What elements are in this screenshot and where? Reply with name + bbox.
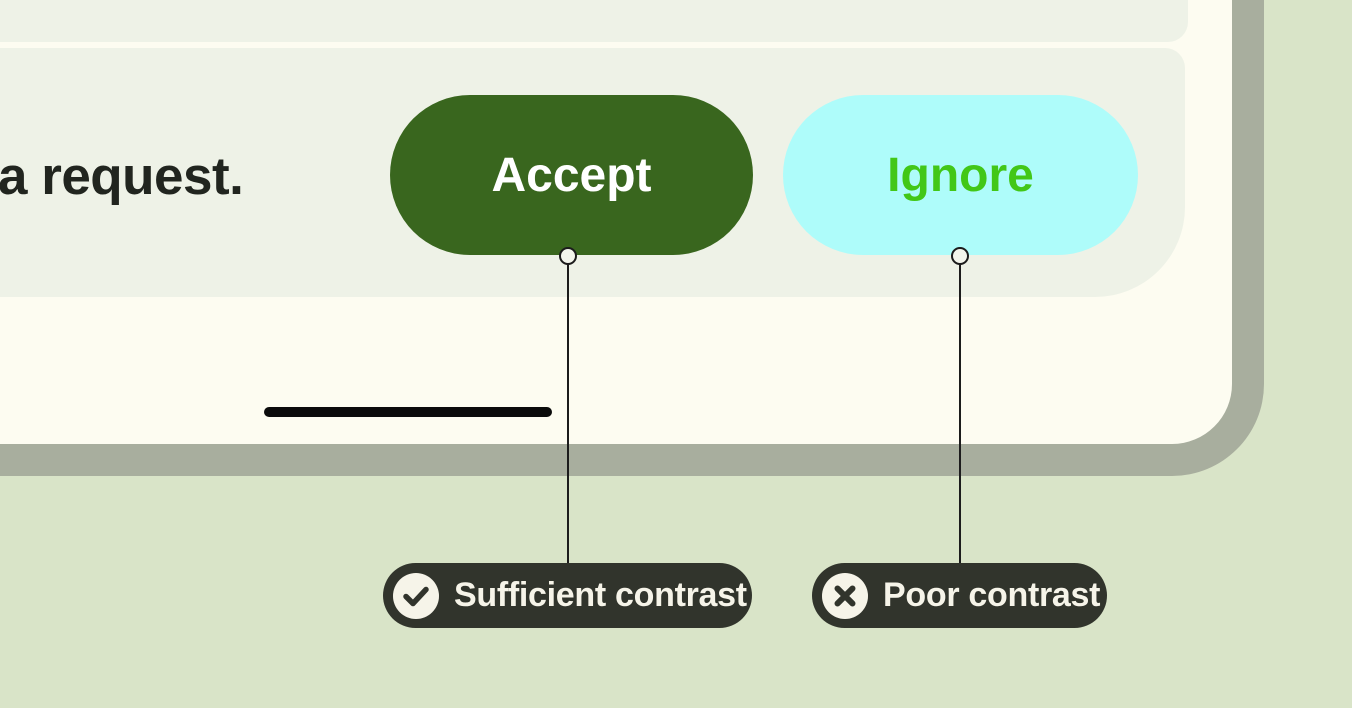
top-panel — [0, 0, 1188, 42]
home-indicator-bar — [264, 407, 552, 417]
poor-contrast-badge: Poor contrast — [812, 563, 1107, 628]
callout-anchor-dot-ignore — [950, 246, 969, 265]
badge-label: Sufficient contrast — [454, 576, 747, 614]
badge-label: Poor contrast — [883, 576, 1101, 614]
accept-button[interactable]: Accept — [390, 95, 753, 255]
x-icon — [822, 572, 868, 619]
callout-anchor-dot-accept — [558, 246, 577, 265]
callout-line-accept — [566, 256, 570, 563]
message-text: a request. — [0, 147, 244, 206]
ignore-button[interactable]: Ignore — [783, 95, 1138, 255]
phone-frame: a request. Accept Ignore — [0, 0, 1264, 476]
phone-screen: a request. Accept Ignore — [0, 0, 1232, 444]
callout-line-ignore — [958, 256, 962, 563]
check-icon — [393, 572, 439, 619]
sufficient-contrast-badge: Sufficient contrast — [383, 563, 752, 628]
